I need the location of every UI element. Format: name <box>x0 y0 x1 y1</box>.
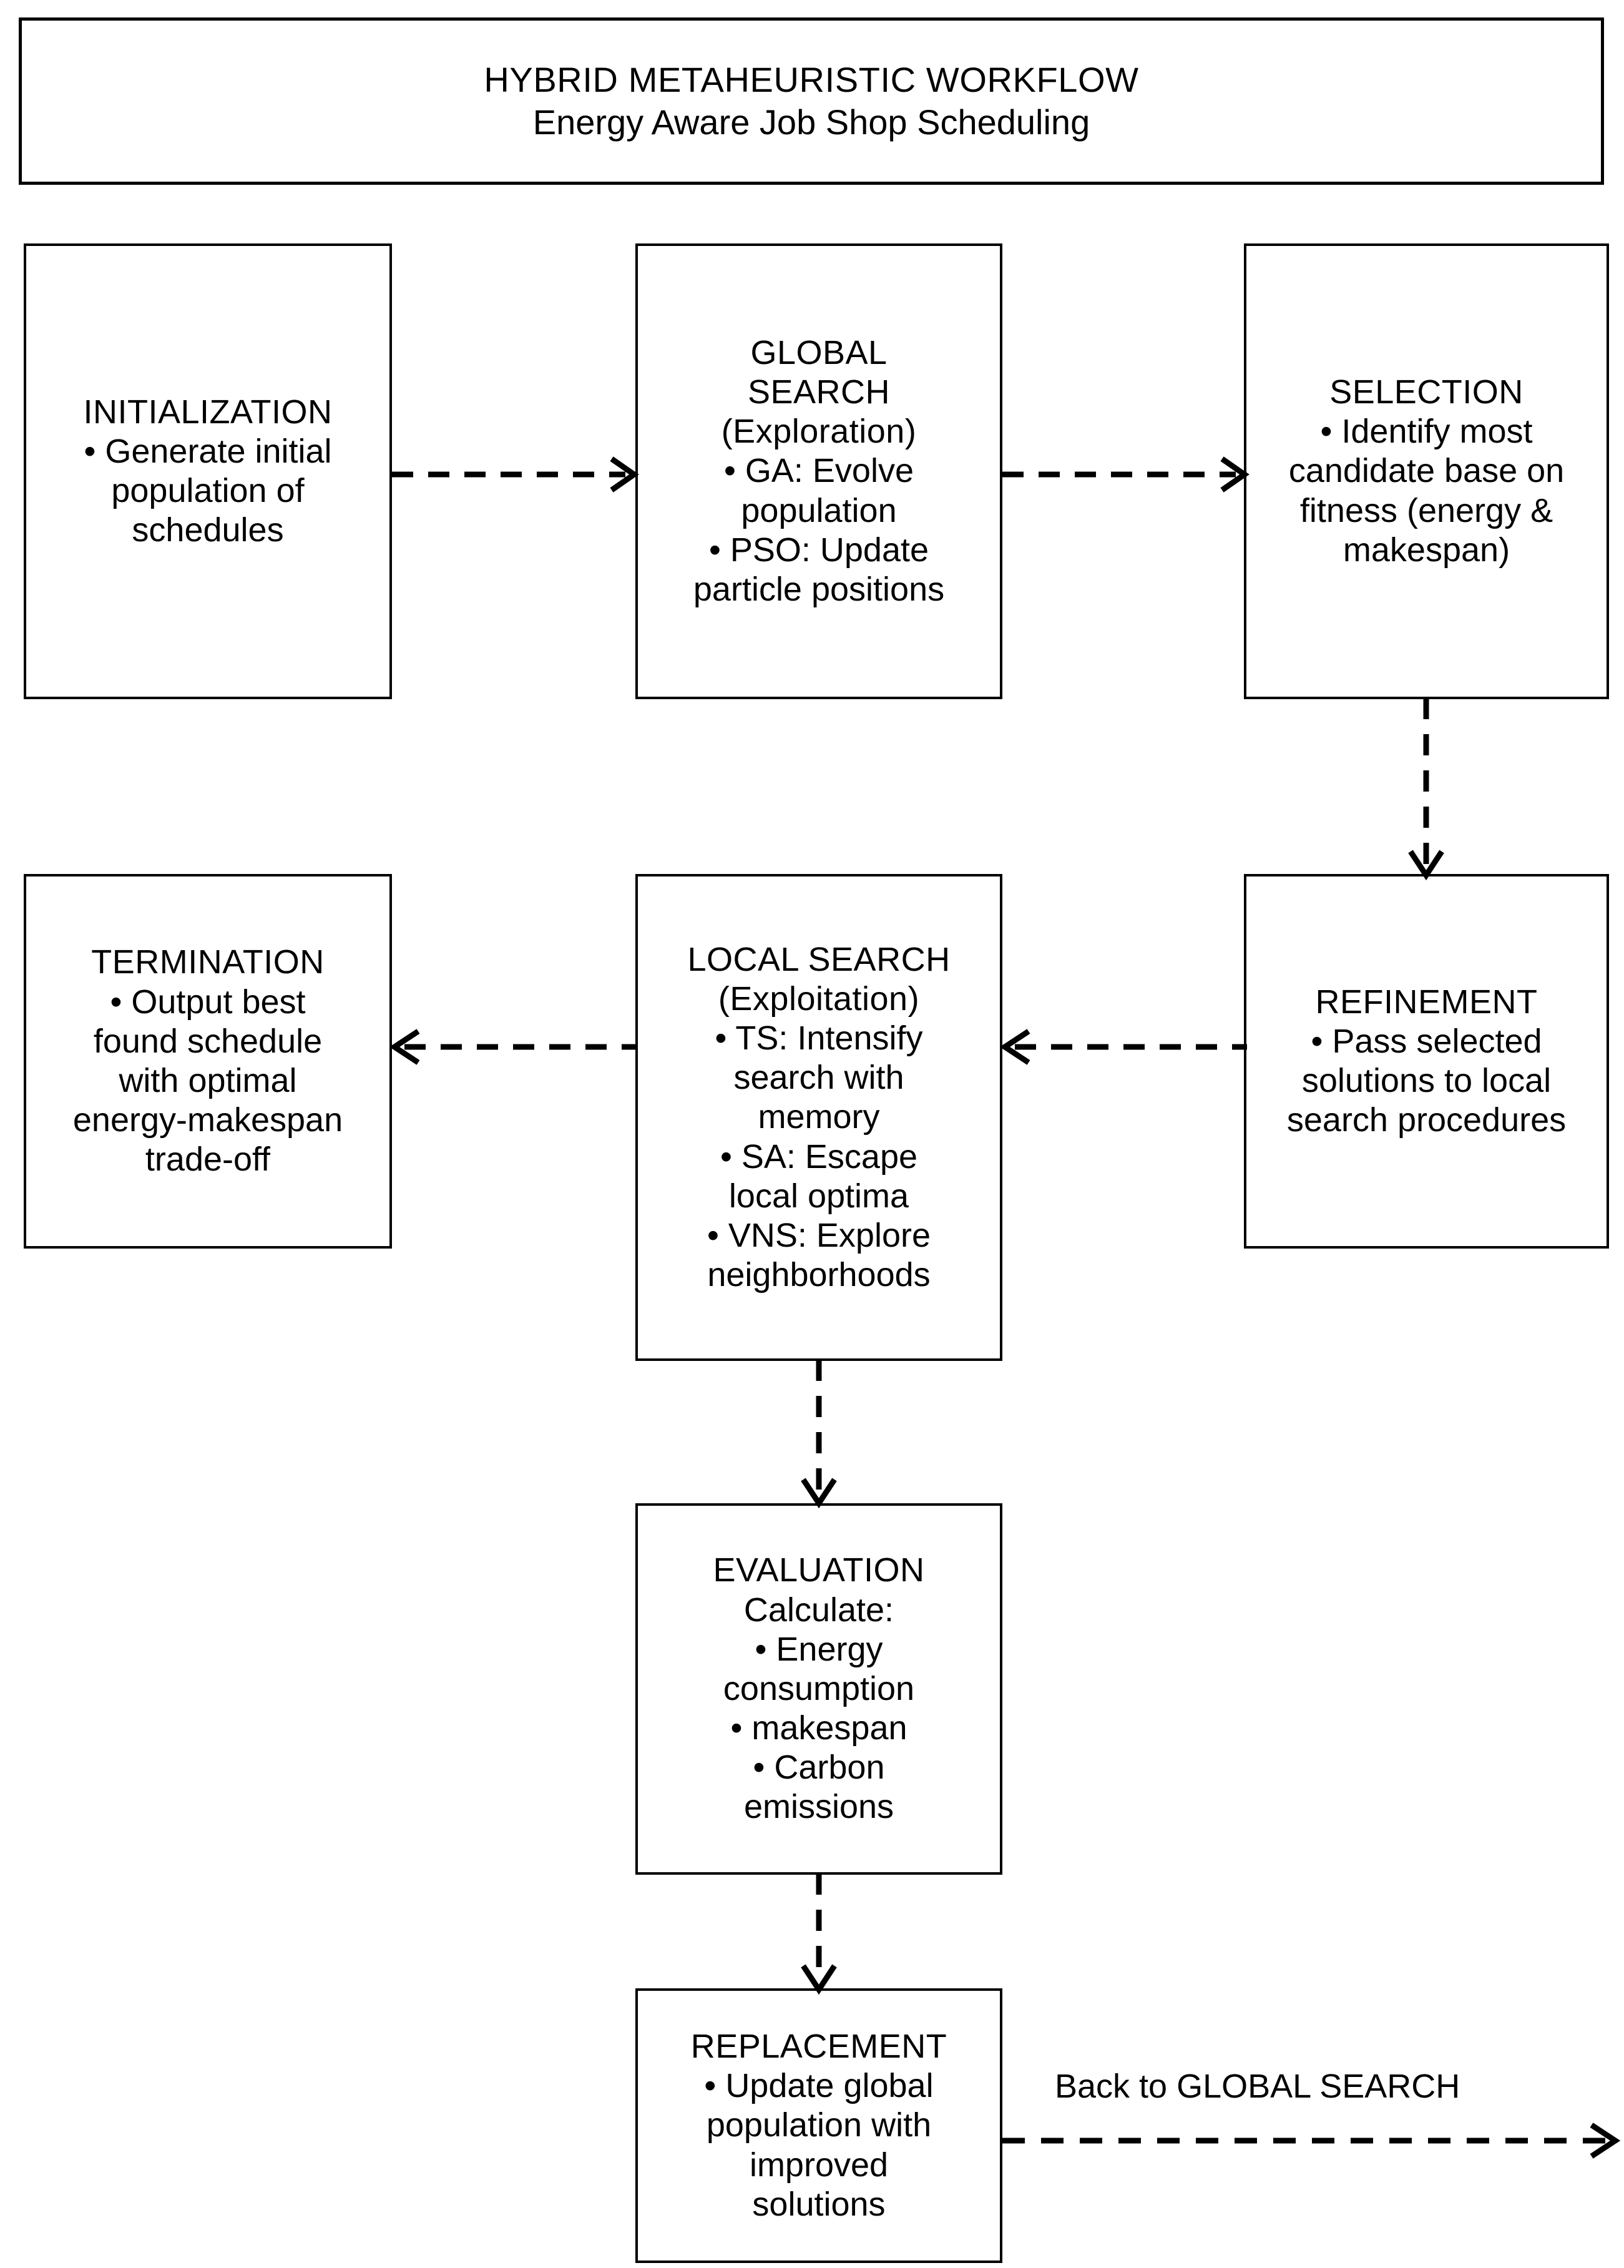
node-initialization-body: • Generate initial population of schedul… <box>84 432 332 549</box>
node-local-search-body: • TS: Intensify search with memory • SA:… <box>707 1019 931 1294</box>
diagram-title-banner: HYBRID METAHEURISTIC WORKFLOW Energy Awa… <box>19 17 1604 185</box>
node-refinement-body: • Pass selected solutions to local searc… <box>1286 1022 1567 1139</box>
edge-local-search-to-termination <box>389 1029 637 1066</box>
node-replacement[interactable]: REPLACEMENT • Update global population w… <box>635 1988 1002 2263</box>
node-termination-body: • Output best found schedule with optima… <box>72 983 343 1179</box>
edge-label-back-to-global-search: Back to GLOBAL SEARCH <box>1055 2068 1460 2105</box>
node-termination-title: TERMINATION <box>91 943 325 981</box>
edge-refinement-to-local-search <box>999 1029 1247 1066</box>
node-initialization[interactable]: INITIALIZATION • Generate initial popula… <box>24 243 392 699</box>
node-evaluation-title: EVALUATION <box>713 1551 925 1589</box>
title-line-2: Energy Aware Job Shop Scheduling <box>532 102 1090 142</box>
title-line-1: HYBRID METAHEURISTIC WORKFLOW <box>484 59 1139 99</box>
node-selection[interactable]: SELECTION • Identify most candidate base… <box>1244 243 1609 699</box>
node-termination[interactable]: TERMINATION • Output best found schedule… <box>24 874 392 1249</box>
node-replacement-title: REPLACEMENT <box>690 2028 947 2066</box>
node-global-search-body: • GA: Evolve population • PSO: Update pa… <box>693 452 945 608</box>
node-refinement-title: REFINEMENT <box>1315 983 1538 1021</box>
node-local-search[interactable]: LOCAL SEARCH (Exploitation) • TS: Intens… <box>635 874 1002 1361</box>
node-evaluation-body: Calculate: • Energy consumption • makesp… <box>723 1591 915 1826</box>
edge-replacement-loop-back <box>1002 2123 1621 2160</box>
node-global-search-title: GLOBAL SEARCH (Exploration) <box>721 333 917 451</box>
edge-initialization-to-global-search <box>392 456 639 496</box>
node-selection-body: • Identify most candidate base on fitnes… <box>1288 413 1565 569</box>
node-selection-title: SELECTION <box>1329 373 1524 411</box>
node-global-search[interactable]: GLOBAL SEARCH (Exploration) • GA: Evolve… <box>635 243 1002 699</box>
node-refinement[interactable]: REFINEMENT • Pass selected solutions to … <box>1244 874 1609 1249</box>
edge-local-search-to-evaluation <box>800 1360 838 1509</box>
edge-global-search-to-selection <box>1002 456 1250 496</box>
node-evaluation[interactable]: EVALUATION Calculate: • Energy consumpti… <box>635 1503 1002 1875</box>
node-local-search-title: LOCAL SEARCH (Exploitation) <box>687 940 951 1018</box>
node-initialization-title: INITIALIZATION <box>83 393 333 431</box>
node-replacement-body: • Update global population with improved… <box>704 2067 934 2223</box>
edge-evaluation-to-replacement <box>800 1873 838 1995</box>
edge-selection-to-refinement <box>1407 698 1445 881</box>
